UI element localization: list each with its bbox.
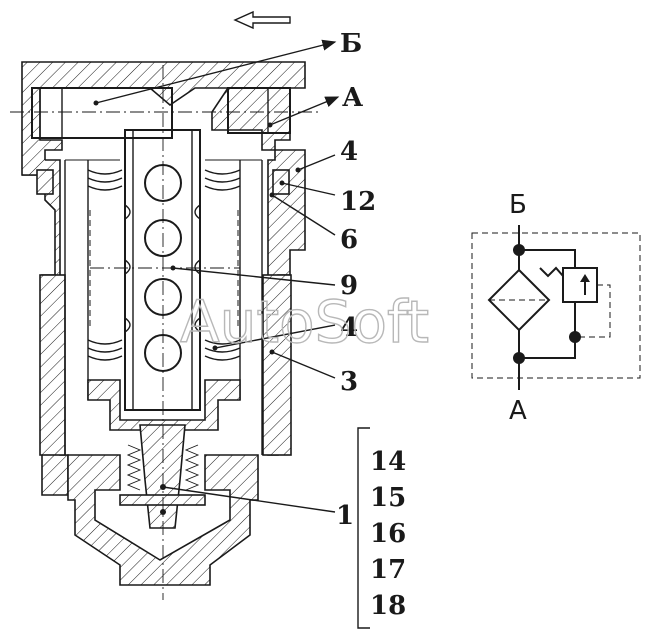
label-port-b: Б xyxy=(340,29,362,59)
relief-valve-assembly xyxy=(119,424,206,529)
schematic-port-b: Б xyxy=(509,190,527,220)
label-part-3: 3 xyxy=(340,367,358,397)
hydraulic-filter-schematic: Б А xyxy=(471,190,641,426)
label-part-4-top: 4 xyxy=(340,137,358,167)
parts-list-item: 16 xyxy=(370,519,406,549)
label-part-6: 6 xyxy=(340,225,358,255)
filter-element-walls xyxy=(64,159,263,455)
parts-list-item: 17 xyxy=(370,555,406,585)
watermark: AutoSoft xyxy=(180,288,429,356)
callout-labels: Б А 4 12 6 9 4 3 1 xyxy=(336,29,376,531)
flow-direction-arrow xyxy=(233,10,291,30)
label-port-a: А xyxy=(342,83,363,113)
label-part-4-mid: 4 xyxy=(340,313,358,343)
parts-list-item: 14 xyxy=(370,447,406,477)
label-part-12: 12 xyxy=(340,187,376,217)
schematic-port-a: А xyxy=(509,396,527,426)
parts-list-item: 18 xyxy=(370,591,406,621)
filter-pleats xyxy=(87,169,241,361)
parts-list: 14 15 16 17 18 xyxy=(370,447,406,621)
label-part-9: 9 xyxy=(340,271,358,301)
parts-list-item: 15 xyxy=(370,483,406,513)
port-channels xyxy=(31,87,291,139)
center-lines xyxy=(10,65,320,600)
label-part-1: 1 xyxy=(336,501,354,531)
leader-lines xyxy=(95,39,370,629)
filter-housing xyxy=(21,61,306,586)
